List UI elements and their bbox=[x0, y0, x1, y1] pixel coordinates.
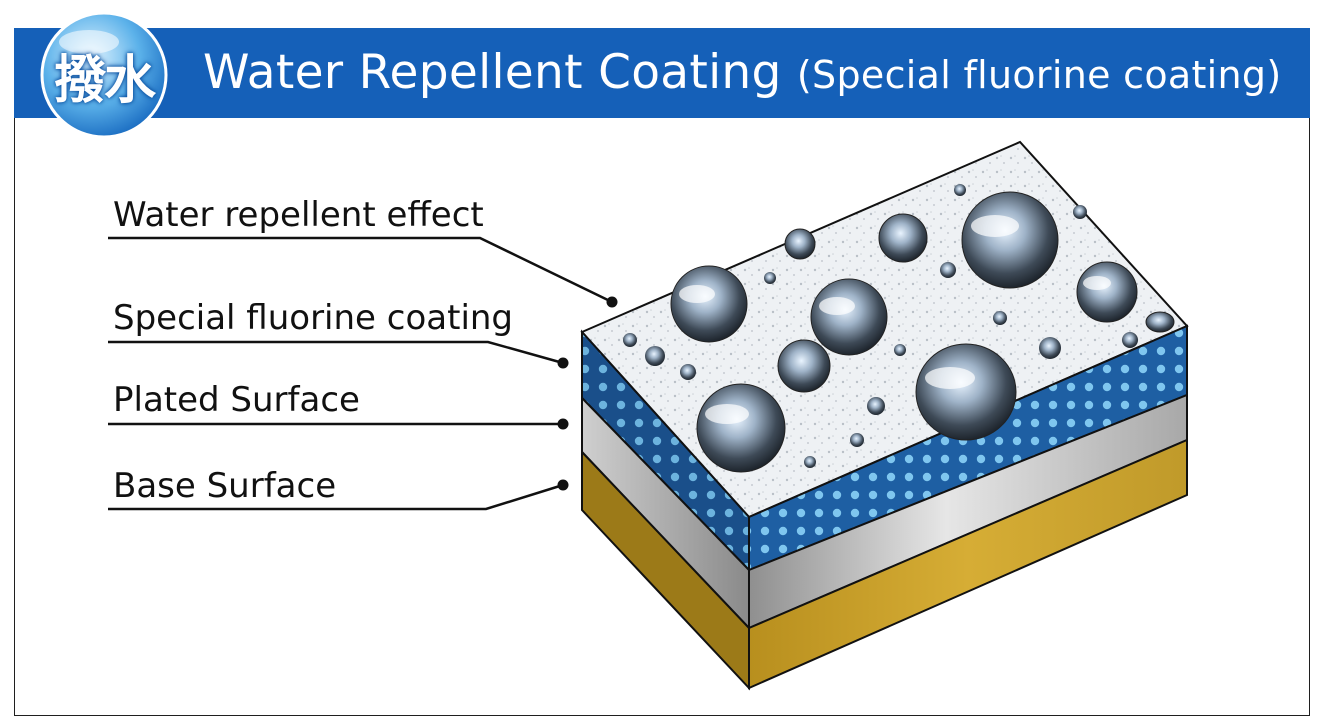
page-title: Water Repellent Coating (Special fluorin… bbox=[203, 40, 1281, 108]
leader-dot-base-surface bbox=[557, 479, 569, 491]
leader-dot-special-fluorine bbox=[557, 357, 569, 369]
label-water-repellent-effect: Water repellent effect bbox=[113, 195, 484, 235]
water-drop-badge-icon bbox=[40, 11, 168, 139]
base-layer-side bbox=[581, 449, 750, 691]
leader-base-surface bbox=[108, 483, 564, 511]
label-plated-surface: Plated Surface bbox=[113, 380, 360, 420]
title-text: Water Repellent Coating bbox=[203, 45, 782, 100]
water-droplets bbox=[623, 184, 1175, 473]
leader-water-repellent bbox=[108, 236, 613, 304]
label-special-fluorine-coating: Special fluorine coating bbox=[113, 298, 514, 338]
leader-dots bbox=[557, 296, 618, 491]
leader-lines bbox=[108, 236, 613, 511]
leader-dot-plated-surface bbox=[557, 418, 569, 430]
label-base-surface: Base Surface bbox=[113, 466, 337, 506]
title-subtitle: (Special fluorine coating) bbox=[796, 53, 1282, 97]
leader-special-fluorine bbox=[108, 340, 564, 365]
badge-text: 撥水 bbox=[53, 50, 156, 111]
title-banner bbox=[14, 28, 1310, 118]
leader-dot-water-repellent bbox=[606, 296, 618, 308]
